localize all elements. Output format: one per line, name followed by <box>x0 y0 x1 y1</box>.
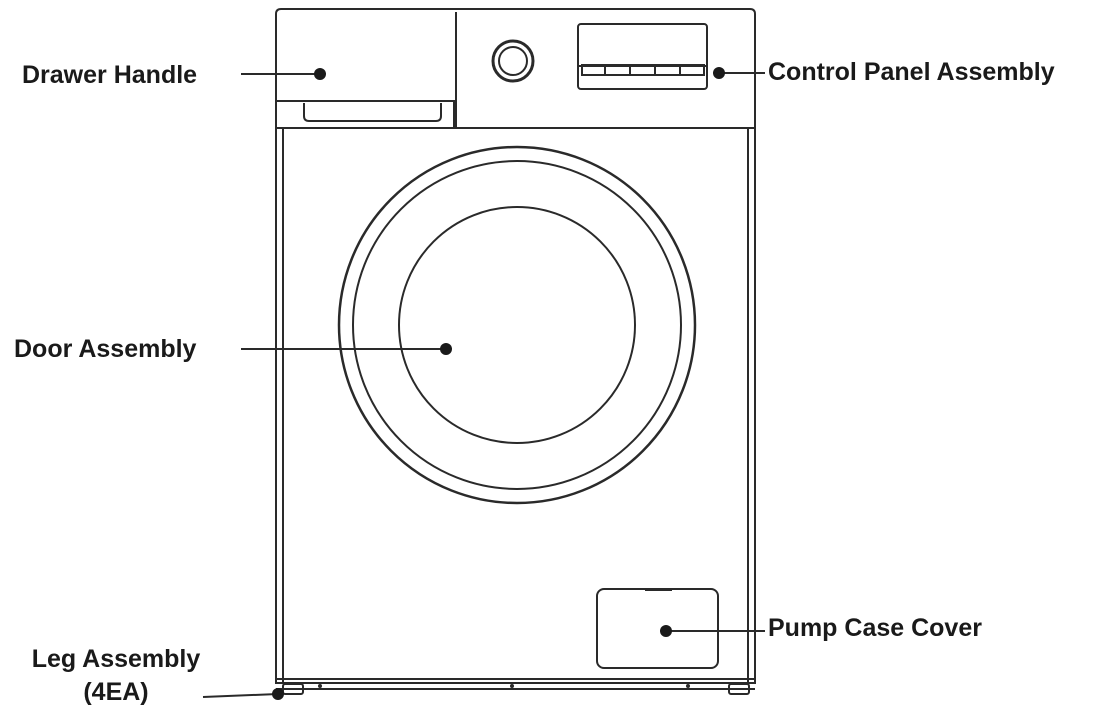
base-screw <box>510 684 514 688</box>
door-assembly-label: Door Assembly <box>14 335 197 363</box>
leg-assembly-leader <box>202 693 279 698</box>
control-panel-callout-dot <box>713 67 725 79</box>
leg-right <box>728 683 750 695</box>
control-display <box>577 23 708 90</box>
drawer-handle-label: Drawer Handle <box>22 61 198 89</box>
door-outer-ring <box>337 145 697 505</box>
door-assembly-callout-dot <box>440 343 452 355</box>
leg-assembly-label-line2: (4EA) <box>83 678 149 706</box>
cabinet-outline <box>275 8 756 684</box>
drawer-handle-recess <box>303 103 442 122</box>
leg-assembly-label-line1: Leg Assembly <box>31 645 201 673</box>
door-glass <box>398 206 636 444</box>
control-buttons-row <box>581 64 705 76</box>
program-knob-outer <box>491 39 535 83</box>
door-mid-ring <box>352 160 682 490</box>
pump-case-callout-dot <box>660 625 672 637</box>
leg-assembly-label: Leg Assembly (4EA) <box>16 643 216 709</box>
pump-case-cover-label: Pump Case Cover <box>768 614 982 642</box>
base-screw <box>686 684 690 688</box>
drawer-outline <box>275 100 455 129</box>
pump-case-cover-outline <box>596 588 719 669</box>
program-knob-inner <box>498 46 528 76</box>
leg-left <box>282 683 304 695</box>
drawer-handle-callout-dot <box>314 68 326 80</box>
leg-assembly-callout-dot <box>272 688 284 700</box>
base-screw <box>318 684 322 688</box>
control-panel-assembly-label: Control Panel Assembly <box>768 58 1055 86</box>
